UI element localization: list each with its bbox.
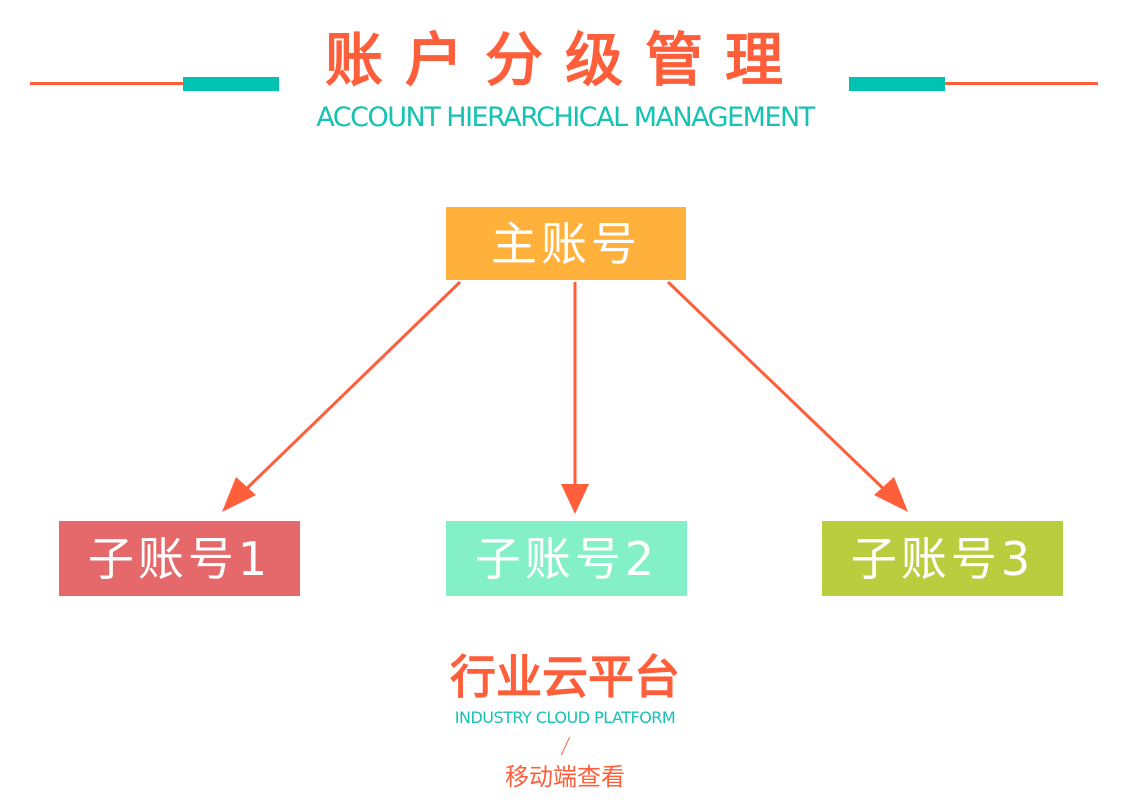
arrow-to-sub1 xyxy=(238,280,462,497)
sub-account-node-1: 子账号1 xyxy=(59,521,300,596)
page-subtitle: ACCOUNT HIERARCHICAL MANAGEMENT xyxy=(316,102,815,133)
arrowhead-sub1 xyxy=(222,477,256,512)
page-title: 账户分级管理 xyxy=(324,26,805,94)
mobile-view-link[interactable]: 移动端查看 xyxy=(505,763,625,791)
brand-name: 行业云平台 xyxy=(450,650,680,704)
header-line-left xyxy=(30,82,183,85)
arrow-to-sub3 xyxy=(666,280,892,497)
arrowhead-sub2 xyxy=(561,484,589,514)
brand-name-en: INDUSTRY CLOUD PLATFORM xyxy=(454,708,676,727)
main-account-node: 主账号 xyxy=(446,207,686,280)
sub-account-node-2: 子账号2 xyxy=(446,521,687,596)
header-bar-left xyxy=(183,77,279,91)
header-bar-right xyxy=(849,77,945,91)
sub-account-node-3: 子账号3 xyxy=(822,521,1063,596)
header-line-right xyxy=(945,82,1098,85)
arrowhead-sub3 xyxy=(874,477,908,512)
